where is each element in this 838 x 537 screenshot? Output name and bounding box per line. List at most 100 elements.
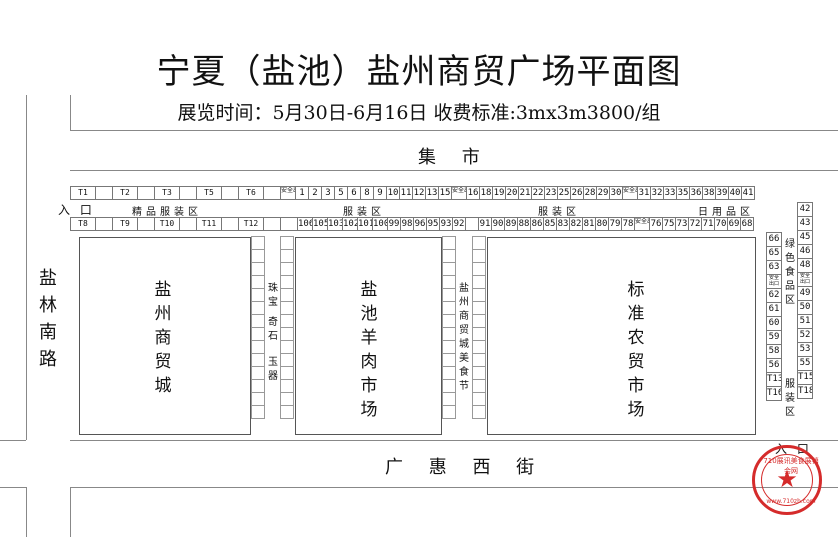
corridor-slot [251,262,265,276]
corridor-slot [442,379,456,393]
corridor-stones: 奇石 [268,317,278,342]
zone-label: 日用品区 [698,207,754,218]
frame-line [70,170,838,171]
booth-cell: 98 [400,217,414,231]
booth-cell: T18 [797,384,813,399]
booth-cell: 99 [387,217,401,231]
booth-cell: 35 [676,186,690,200]
booth-cell: 76 [649,217,663,231]
corridor-slot [280,379,294,393]
corridor-slot [472,288,486,302]
corridor-slot [280,236,294,250]
corridor-slot [442,353,456,367]
booth-cell: 89 [504,217,518,231]
corridor-slot [251,236,265,250]
booth-cell: 72 [688,217,702,231]
street-west: 盐林南路 [39,268,57,370]
booth-cell: 19 [492,186,506,200]
booth-cell: 91 [478,217,492,231]
booth-cell: 43 [797,216,813,231]
block-yanzhou-mall [79,237,251,435]
frame-line [0,440,26,441]
booth-cell: T16 [766,386,782,401]
corridor-slot [280,327,294,341]
zone-green-food: 绿色食品区 [785,239,795,306]
frame-line [70,95,71,130]
booth-cell: 15 [438,186,452,200]
zone-label: 精品服装区 [132,207,202,218]
booth-cell [263,217,281,231]
booth-cell: 13 [425,186,439,200]
booth-cell: 102 [342,217,358,231]
booth-cell: 11 [399,186,413,200]
corridor-slot [251,301,265,315]
page-subtitle: 展览时间：5月30日-6月16日 收费标准:3mx3m3800/组 [177,102,661,124]
booth-cell: 52 [797,328,813,343]
booth-cell: 安全出口 [766,274,782,289]
corridor-slot [251,340,265,354]
booth-cell: 71 [701,217,715,231]
booth-cell [95,217,113,231]
booth-cell: 96 [413,217,427,231]
zone-label: 服装区 [538,207,580,218]
booth-cell [221,186,239,200]
block-label: 盐池羊肉市场 [360,280,378,420]
booth-cell: 21 [518,186,532,200]
booth-cell: 50 [797,300,813,315]
booth-cell: T9 [112,217,138,231]
stamp-ring-text: 710展讯美食展销会网 [763,457,819,475]
booth-cell: 56 [766,358,782,373]
corridor-slot [442,405,456,419]
stamp-inner-ring [761,454,813,506]
booth-cell: 82 [569,217,583,231]
corridor-slot [251,366,265,380]
booth-cell: 90 [491,217,505,231]
corridor-slot [442,288,456,302]
block-label: 标准农贸市场 [627,280,645,420]
zone-label: 服装区 [343,207,385,218]
corridor-slot [280,262,294,276]
booth-cell: T10 [154,217,180,231]
booth-cell [221,217,239,231]
frame-line [70,487,71,537]
corridor-slot [472,262,486,276]
booth-cell: 36 [689,186,703,200]
booth-cell: 33 [663,186,677,200]
booth-cell: T2 [112,186,138,200]
booth-cell: 79 [608,217,622,231]
corridor-slot [251,327,265,341]
corridor-slot [442,366,456,380]
booth-cell: 32 [650,186,664,200]
booth-cell: 46 [797,244,813,259]
booth-cell: 安全出口 [634,217,650,231]
booth-cell: T3 [154,186,180,200]
corridor-jewelry: 珠宝 [268,283,278,308]
corridor-slot [472,366,486,380]
booth-cell: 16 [466,186,480,200]
booth-cell: 40 [728,186,742,200]
corridor-slot [442,236,456,250]
corridor-slot [280,288,294,302]
slot-col [442,236,456,419]
booth-cell: 26 [570,186,584,200]
booth-cell: 60 [766,316,782,331]
booth-cell: 49 [797,286,813,301]
corridor-slot [472,275,486,289]
booth-cell: 安全出口 [622,186,638,200]
booth-cell: 28 [583,186,597,200]
corridor-food-festival: 盐州商贸城美食节 [459,283,469,392]
booth-cell: 100 [372,217,388,231]
booth-cell: 78 [621,217,635,231]
booth-cell: 39 [715,186,729,200]
corridor-slot [251,314,265,328]
booth-cell: 41 [741,186,755,200]
corridor-slot [442,340,456,354]
watermark-stamp: ★ 710展讯美食展销会网 www.710zh.com [752,445,822,515]
booth-cell: 51 [797,314,813,329]
booth-cell: 59 [766,330,782,345]
booth-cell: 38 [702,186,716,200]
booth-cell: 106 [297,217,313,231]
block-label: 盐州商贸城 [154,280,172,396]
frame-line [70,440,838,441]
